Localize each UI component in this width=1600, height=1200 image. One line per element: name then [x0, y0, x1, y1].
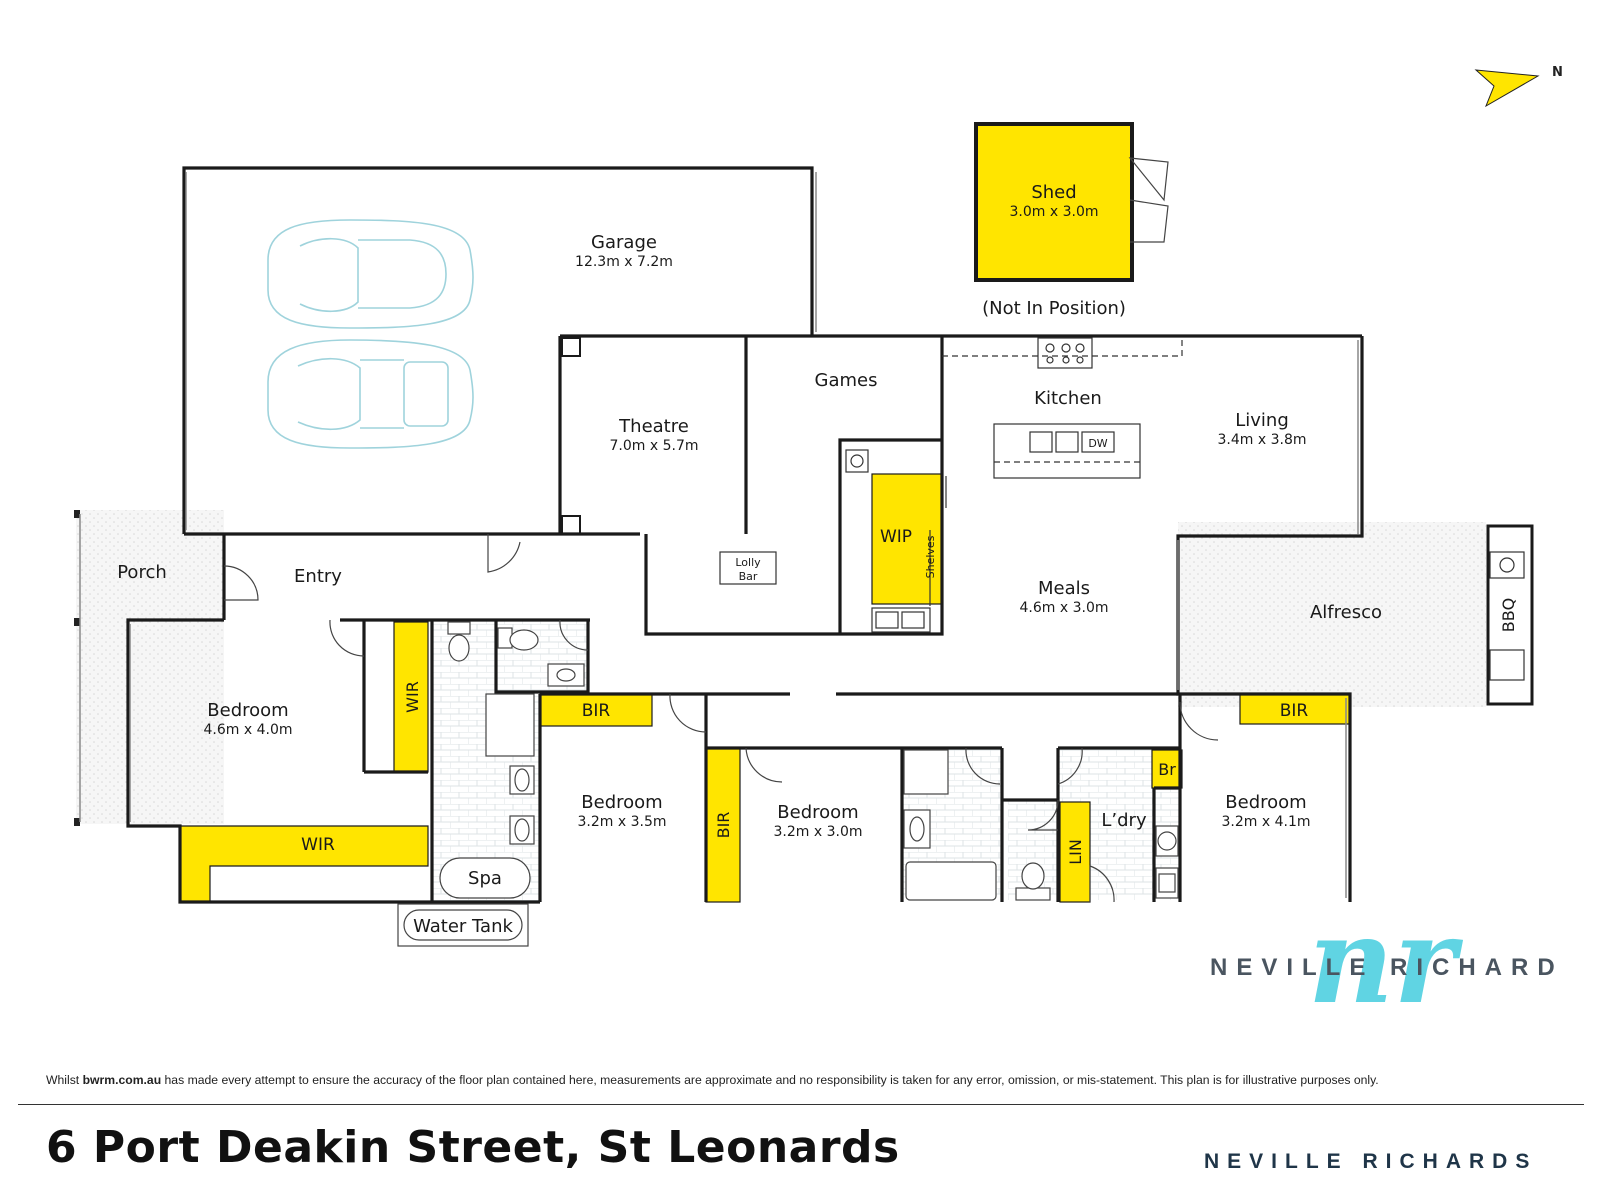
shed-note: (Not In Position) — [982, 298, 1126, 319]
garage-dims: 12.3m x 7.2m — [575, 254, 673, 270]
theatre-name: Theatre — [618, 416, 689, 437]
bir-bed3-label: BIR — [714, 812, 733, 839]
garage-name: Garage — [591, 232, 657, 253]
bir-bed4-label: BIR — [1280, 701, 1309, 721]
meals-dims: 4.6m x 3.0m — [1020, 600, 1109, 616]
spa-label: Spa — [468, 868, 502, 889]
games-name: Games — [815, 370, 878, 391]
alfresco-name: Alfresco — [1310, 602, 1382, 623]
bedroom1-name: Bedroom — [207, 700, 288, 721]
bedroom2-name: Bedroom — [581, 792, 662, 813]
shelves-label: Shelves — [924, 535, 937, 578]
lin-label: LIN — [1066, 839, 1085, 865]
br-block — [1151, 749, 1183, 789]
compass-n-label: N — [1552, 65, 1563, 80]
alfresco-area — [1178, 522, 1486, 707]
porch-name: Porch — [117, 562, 167, 583]
laundry-name: L’dry — [1101, 810, 1147, 831]
lolly-label-2: Bar — [739, 570, 758, 583]
lin-block — [1059, 801, 1091, 903]
bir-bed2-block — [539, 693, 653, 727]
kitchen-benches — [719, 336, 1183, 633]
bbq-label: BBQ — [1499, 598, 1518, 633]
living-name: Living — [1235, 410, 1289, 431]
br-label: Br — [1158, 760, 1176, 779]
dw-label: DW — [1088, 437, 1107, 450]
shed-name: Shed — [1031, 182, 1076, 203]
bir-bed3-block — [705, 747, 741, 903]
north-arrow-icon: N — [1474, 65, 1563, 108]
agency-name-2: NEVILLE RICHARDS — [1204, 1150, 1538, 1173]
floor-plan: N — [74, 65, 1564, 1030]
bir-bed2-label: BIR — [582, 701, 611, 721]
logo-letters: nr — [1308, 891, 1464, 1030]
bathroom-fixtures — [397, 621, 1179, 947]
meals-name: Meals — [1038, 578, 1090, 599]
bedroom4-name: Bedroom — [1225, 792, 1306, 813]
agency-name-1: NEVILLE RICHARD — [1210, 954, 1564, 981]
bedroom1-dims: 4.6m x 4.0m — [204, 722, 293, 738]
water-tank-label: Water Tank — [413, 916, 513, 937]
bedroom3-dims: 3.2m x 3.0m — [774, 824, 863, 840]
footer-divider — [18, 1104, 1584, 1105]
wir-vertical-label: WIR — [403, 681, 422, 713]
living-dims: 3.4m x 3.8m — [1218, 432, 1307, 448]
walls — [126, 166, 1534, 904]
doors — [223, 157, 1219, 903]
bir-bed4-block — [1239, 693, 1351, 725]
lolly-label-1: Lolly — [735, 556, 761, 569]
wip-label: WIP — [880, 527, 912, 547]
wir-vertical-block — [393, 621, 429, 773]
disclaimer-site: bwrm.com.au — [82, 1073, 162, 1087]
agency-logo: nr NEVILLE RICHARD — [1210, 891, 1564, 1030]
kitchen-name: Kitchen — [1034, 388, 1102, 409]
disclaimer: Whilst bwrm.com.au has made every attemp… — [46, 1073, 1379, 1087]
bedroom2-dims: 3.2m x 3.5m — [578, 814, 667, 830]
property-address: 6 Port Deakin Street, St Leonards — [46, 1122, 900, 1173]
bedroom3-name: Bedroom — [777, 802, 858, 823]
shed-dims: 3.0m x 3.0m — [1010, 204, 1099, 220]
entry-name: Entry — [294, 566, 342, 587]
wir-horizontal-label: WIR — [301, 835, 335, 855]
bedroom4-dims: 3.2m x 4.1m — [1222, 814, 1311, 830]
theatre-dims: 7.0m x 5.7m — [610, 438, 699, 454]
shed-box — [974, 122, 1134, 282]
car-icon — [267, 219, 474, 449]
porch-area — [76, 510, 224, 824]
